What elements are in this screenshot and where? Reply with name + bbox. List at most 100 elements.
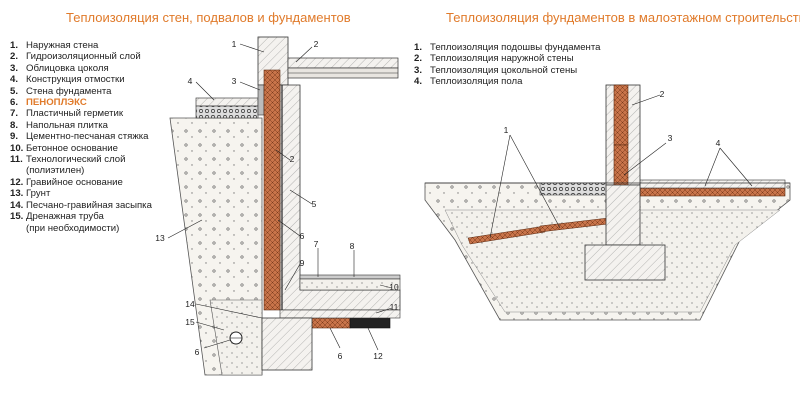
left-callout-10: 9 [300,258,305,268]
legend-text: Теплоизоляция подошвы фундамента [430,42,601,53]
right-legend-item: 2. Теплоизоляция наружной стены [414,53,600,64]
left-callout-7: 6 [300,231,305,241]
legend-text: Стена фундамента [26,85,112,97]
legend-number: 15. [10,211,24,223]
gravel-layer [539,182,611,196]
legend-text: Грунт [26,188,51,200]
left-legend-item: 10.Бетонное основание [10,143,152,154]
left-callout-18: 13 [155,233,165,243]
legend-text: Конструкция отмостки [26,74,125,86]
left-leaders [167,43,393,351]
legend-text: (полиэтилен) [26,165,85,177]
left-callout-14: 6 [338,351,343,361]
foundation-pad-right [584,244,666,281]
floor-tile [299,274,401,280]
legend-text: Теплоизоляция цокольной стены [430,64,578,76]
left-legend-item: 12.Гравийное основание [10,177,152,188]
foundation-wall-right [605,184,641,246]
right-diagram [424,84,791,321]
left-callout-9: 8 [350,241,355,251]
right-legend-item: 4.Теплоизоляция пола [414,76,600,87]
right-callout-4: 4 [716,138,721,148]
floor-slab [639,179,786,189]
legend-text: Гравийное основание [26,176,123,188]
legend-number: 13. [10,188,24,200]
legend-number: 1. [414,42,423,53]
legend-number: 8. [10,119,19,131]
left-callout-2: 2 [314,39,319,49]
legend-text: Дренажная труба [26,211,104,223]
insulation-vertical [263,69,281,311]
legend-number: 3. [10,62,19,74]
legend-text: Наружная стена [26,40,99,51]
legend-number: 2. [414,53,423,65]
legend-number: 12. [10,176,24,188]
left-legend-item: 4. Конструкция отмостки [10,74,152,85]
left-callout-16: 15 [185,317,195,327]
legend-text: Теплоизоляция наружной стены [430,53,574,65]
legend-number: 6. [10,97,19,109]
legend-number: 2. [10,51,19,63]
right-leaders [489,94,753,239]
left-callout-6: 5 [312,199,317,209]
legend-text: Бетонное основание [26,142,118,154]
legend-number: 11. [10,154,23,166]
legend-text: (при необходимости) [26,222,120,234]
floor-insulation [639,187,786,197]
legend-text: Облицовка цоколя [26,62,109,74]
left-legend-item: 6. ПЕНОПЛЭКС [10,97,152,108]
left-callout-3: 3 [232,76,237,86]
left-legend-item: 15.Дренажная труба [10,211,152,222]
left-legend-item: 14.Песчано-гравийная засыпка [10,200,152,211]
left-legend-item: 11.Технологический слой [10,154,152,165]
left-diagram [169,36,401,376]
left-callout-11: 10 [389,282,399,292]
legend-text: Теплоизоляция пола [430,76,523,88]
legend-text: Песчано-гравийная засыпка [26,199,152,211]
left-callout-15: 14 [185,299,195,309]
left-legend-item: (при необходимости) [10,223,152,234]
legend-number: 9. [10,131,19,143]
legend-text: ПЕНОПЛЭКС [26,97,87,109]
legend-text: Напольная плитка [26,119,108,131]
left-callout-13: 12 [373,351,383,361]
left-callout-1: 1 [232,39,237,49]
right-callout-1: 1 [504,125,509,135]
left-legend-item: 3. Облицовка цоколя [10,63,152,74]
left-legend-item: 5. Стена фундамента [10,86,152,97]
legend-number: 14. [10,199,24,211]
concrete-base [279,309,401,319]
insulation-under-slab [309,317,351,329]
cement-screed [299,278,401,291]
right-legend-item: 1. Теплоизоляция подошвы фундамента [414,42,600,53]
left-legend-item: 2. Гидроизоляционный слой [10,51,152,62]
left-legend-item: (полиэтилен) [10,165,152,176]
legend-right: 1. Теплоизоляция подошвы фундамента 2. Тепл… [414,42,600,88]
legend-number: 7. [10,108,19,120]
legend-text: Цементно-песчаная стяжка [26,131,149,143]
upper-floor-slab [287,57,399,69]
right-wall-insulation [613,84,629,146]
left-legend-item: 1.Наружная стена [10,40,152,51]
legend-number: 5. [10,85,19,97]
footing [261,317,313,371]
legend-text: Технологический слой [26,154,126,166]
blind-area-gravel [195,105,259,119]
right-callout-2: 2 [660,89,665,99]
gravel-base [349,317,391,329]
left-callout-12: 11 [390,302,399,312]
legend-text: Гидроизоляционный слой [26,51,141,63]
legend-number: 3. [414,64,423,76]
left-callout-17: 6 [195,347,200,357]
left-title: Теплоизоляция стен, подвалов и фундамент… [66,10,351,25]
right-title: Теплоизоляция фундаментов в малоэтажном … [446,10,800,25]
right-callout-3: 3 [668,133,673,143]
left-callout-4: 4 [188,76,193,86]
legend-number: 4. [10,74,19,86]
insulation-sole-left [467,225,546,245]
right-legend-item: 3. Теплоизоляция цокольной стены [414,65,600,76]
left-legend-item: 13.Грунт [10,188,152,199]
